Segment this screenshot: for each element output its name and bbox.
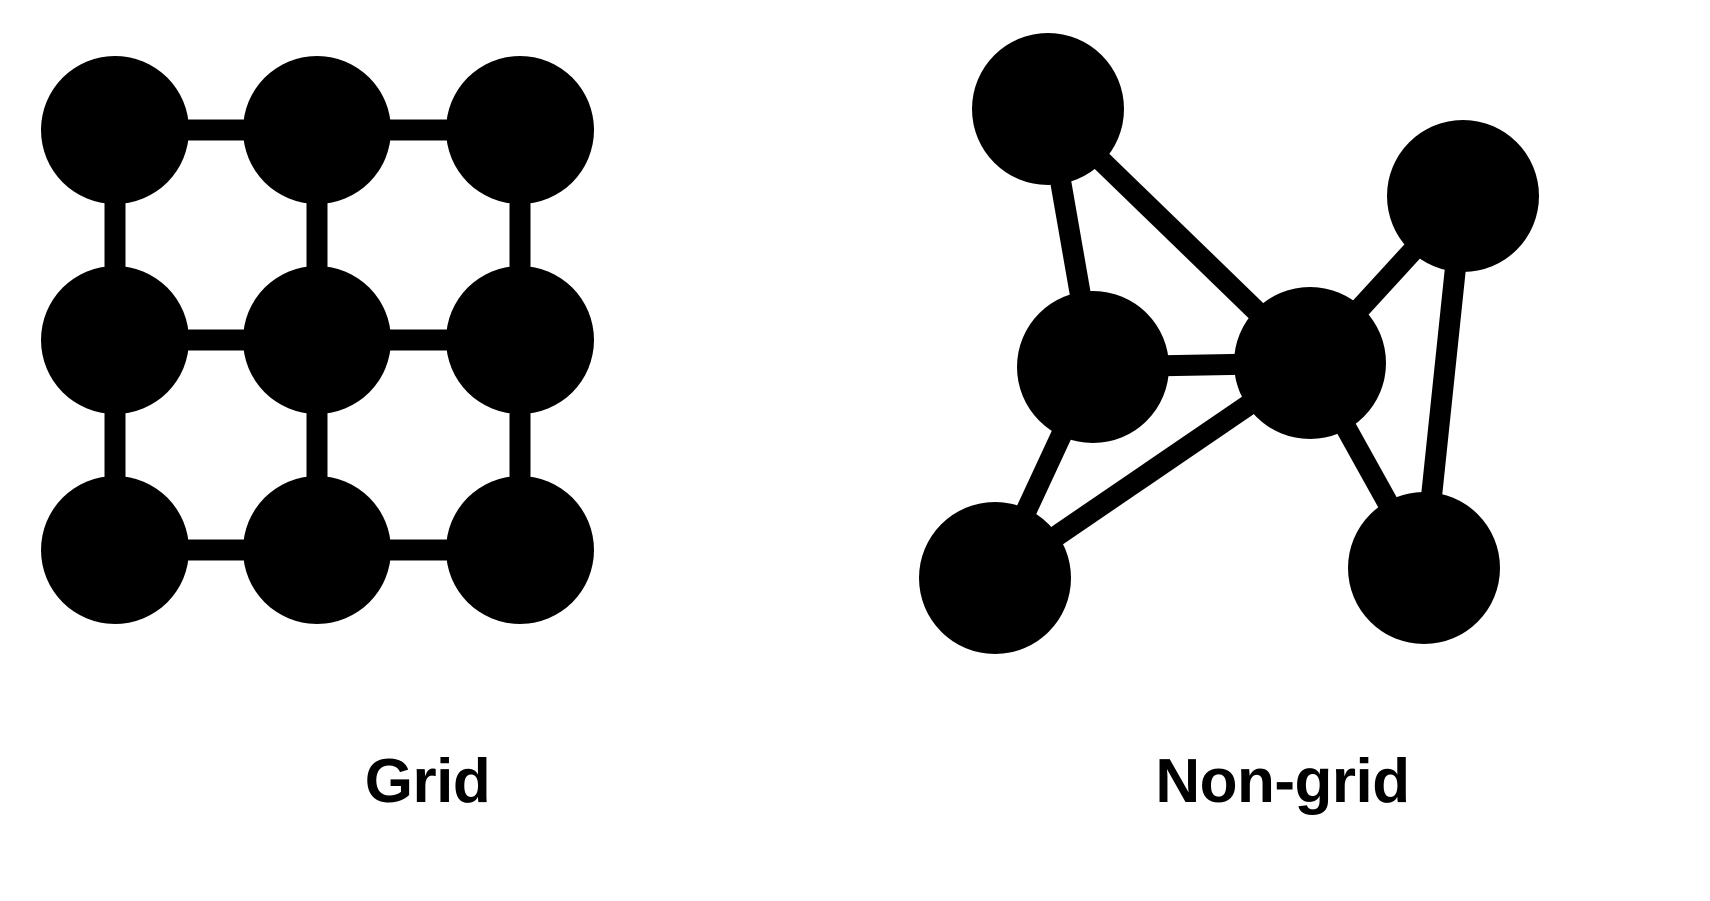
- graph-node: [243, 266, 391, 414]
- graph-node: [446, 476, 594, 624]
- panel-grid: Grid: [41, 56, 594, 816]
- nongrid-nodes-layer: [919, 33, 1539, 654]
- graph-node: [446, 56, 594, 204]
- graph-node: [1387, 120, 1539, 272]
- grid-graph-diagram: [41, 56, 594, 624]
- graph-node: [1017, 291, 1169, 443]
- graph-node: [243, 56, 391, 204]
- grid-nodes-layer: [41, 56, 594, 624]
- nongrid-caption-label: Non-grid: [1155, 747, 1410, 816]
- graph-node: [41, 266, 189, 414]
- graph-node: [41, 476, 189, 624]
- graph-node: [972, 33, 1124, 185]
- graph-node: [1234, 287, 1386, 439]
- graph-node: [446, 266, 594, 414]
- nongrid-graph-diagram: [919, 33, 1539, 654]
- graph-node: [1348, 492, 1500, 644]
- panel-nongrid: Non-grid: [855, 0, 1710, 901]
- graph-node: [41, 56, 189, 204]
- graph-node: [919, 502, 1071, 654]
- graph-node: [243, 476, 391, 624]
- grid-caption-label: Grid: [364, 747, 491, 816]
